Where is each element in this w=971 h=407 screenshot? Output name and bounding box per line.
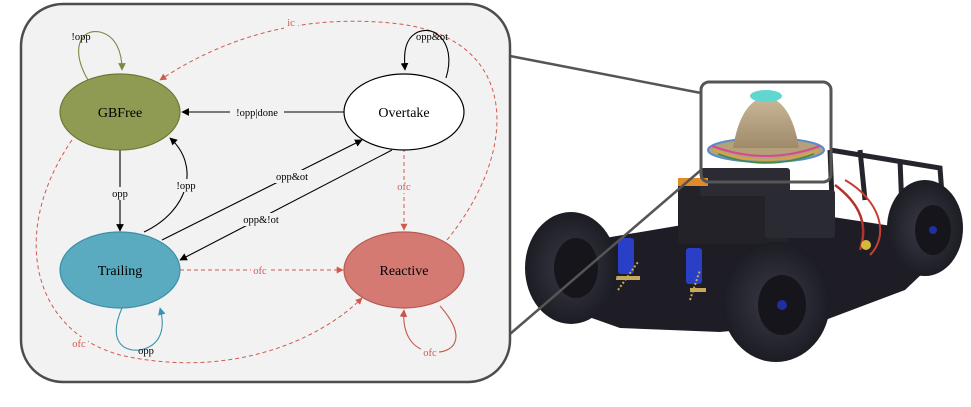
- blue-shocks: [612, 238, 706, 301]
- front-left-wheel: [525, 212, 617, 324]
- edge-reactive-to-gbfree: [159, 20, 498, 241]
- label-reactive-to-gbfree: ic: [287, 18, 295, 29]
- zoom-frame: [699, 80, 833, 184]
- state-overtake: Overtake: [343, 73, 465, 151]
- edge-overtake-to-trailing: [179, 149, 393, 261]
- connector-line-bottom: [509, 169, 702, 335]
- state-gbfree-label: GBFree: [98, 106, 142, 121]
- edge-gbfree-to-reactive: [35, 139, 363, 364]
- rear-right-wheel: [887, 180, 963, 276]
- label-overtake-self: opp&ot: [416, 32, 448, 43]
- connector-line-top: [509, 54, 702, 95]
- label-overtake-to-gbfree: !opp|done: [236, 108, 278, 119]
- edge-gbfree-self: [78, 31, 126, 81]
- label-trailing-to-gbfree: !opp: [176, 181, 195, 192]
- state-trailing-label: Trailing: [98, 264, 143, 279]
- edge-overtake-self: [400, 30, 450, 79]
- state-gbfree: GBFree: [59, 73, 181, 151]
- diagram-panel: [19, 2, 512, 384]
- state-reactive-label: Reactive: [380, 264, 429, 279]
- label-gbfree-self: !opp: [71, 32, 90, 43]
- label-trailing-to-reactive: ofc: [253, 266, 267, 277]
- label-trailing-self: opp: [138, 346, 154, 357]
- dashed-edges: [35, 20, 498, 364]
- front-right-wheel: [722, 242, 830, 362]
- edge-trailing-self: [115, 307, 166, 351]
- race-car-photo: [525, 80, 963, 362]
- label-gbfree-to-reactive: ofc: [72, 339, 86, 350]
- state-trailing: Trailing: [59, 231, 181, 309]
- label-gbfree-to-trailing: opp: [112, 189, 128, 200]
- state-reactive: Reactive: [343, 231, 465, 309]
- label-overtake-to-trailing: opp&!ot: [243, 215, 279, 226]
- label-overtake-to-reactive: ofc: [397, 182, 411, 193]
- edge-labels: !opp|done !opp opp&ot opp !opp opp&ot op…: [70, 16, 448, 359]
- label-trailing-to-overtake: opp&ot: [276, 172, 308, 183]
- state-overtake-label: Overtake: [378, 106, 429, 121]
- edge-trailing-to-overtake: [161, 139, 363, 241]
- label-reactive-self: ofc: [423, 348, 437, 359]
- sombrero: [707, 90, 825, 164]
